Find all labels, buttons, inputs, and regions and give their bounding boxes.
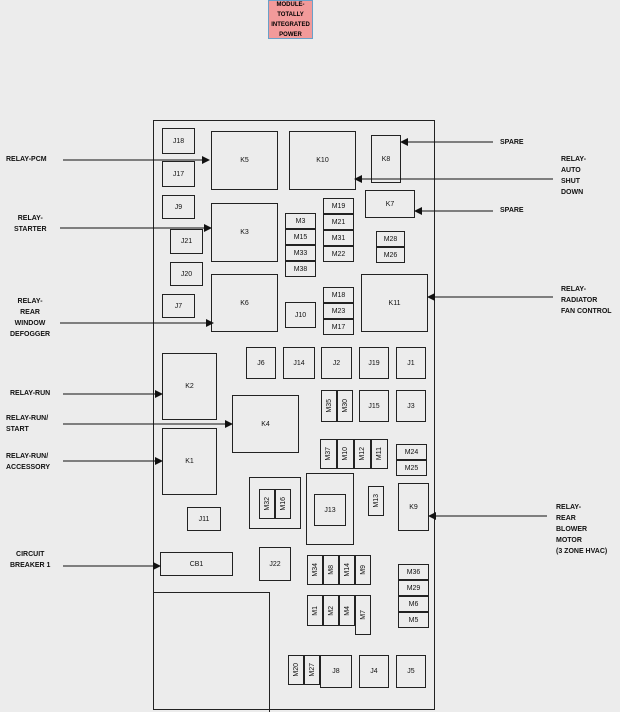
fuse-m16: M16 [275,489,291,519]
circuit-breaker-cb1: CB1 [160,552,233,576]
fuse-j14: J14 [283,347,315,379]
fuse-m30: M30 [337,390,353,422]
fuse-j17: J17 [162,161,195,187]
label-relay-starter: RELAY- STARTER [14,215,47,233]
label-circuit-breaker-1: CIRCUIT BREAKER 1 [10,551,51,569]
fuse-j21: J21 [170,229,203,254]
fuse-j1: J1 [396,347,426,379]
relay-k10: K10 [289,131,356,190]
fuse-m25: M25 [396,460,427,476]
module-totally-integrated-power: MODULE- TOTALLY INTEGRATED POWER [268,0,313,39]
fuse-m1: M1 [307,595,323,626]
fuse-m14: M14 [339,555,355,585]
fuse-m17: M17 [323,319,354,335]
fuse-j4: J4 [359,655,389,688]
fuse-m4: M4 [339,595,355,626]
fuse-m36: M36 [398,564,429,580]
relay-k9: K9 [398,483,429,531]
fuse-m22: M22 [323,246,354,262]
fuse-m15: M15 [285,229,316,245]
fuse-m21: M21 [323,214,354,230]
fuse-j22: J22 [259,547,291,581]
fuse-m2: M2 [323,595,339,626]
fuse-j6: J6 [246,347,276,379]
fuse-m37: M37 [320,439,337,469]
fuse-j5: J5 [396,655,426,688]
relay-k11: K11 [361,274,428,332]
fuse-m35: M35 [321,390,337,422]
label-relay-run-accessory: RELAY-RUN/ ACCESSORY [6,453,51,471]
fuse-m18: M18 [323,287,354,303]
label-relay-rear-blower-motor: RELAY- REAR BLOWER MOTOR (3 ZONE HVAC) [556,504,608,555]
fuse-j13: J13 [314,494,346,526]
label-spare-top: SPARE [500,139,524,146]
label-relay-rear-window-defogger: RELAY- REAR WINDOW DEFOGGER [10,298,51,338]
fuse-m31: M31 [323,230,354,246]
fuse-j20: J20 [170,262,203,286]
fuse-m20: M20 [288,655,304,685]
label-relay-auto-shut-down: RELAY- AUTO SHUT DOWN [561,156,587,196]
fuse-m9: M9 [355,555,371,585]
fuse-m23: M23 [323,303,354,319]
fuse-m33: M33 [285,245,316,261]
fuse-m6: M6 [398,596,429,612]
fuse-m10: M10 [337,439,354,469]
fuse-m19: M19 [323,198,354,214]
fuse-m13: M13 [368,486,384,516]
relay-k1: K1 [162,428,217,495]
fuse-j8: J8 [320,655,352,688]
fuse-m34: M34 [307,555,323,585]
label-relay-run-start: RELAY-RUN/ START [6,415,49,433]
relay-k4: K4 [232,395,299,453]
relay-k2: K2 [162,353,217,420]
fuse-m32: M32 [259,489,275,519]
fuse-m24: M24 [396,444,427,460]
fuse-j2: J2 [321,347,352,379]
fuse-m26: M26 [376,247,405,263]
fuse-j19: J19 [359,347,389,379]
relay-k5: K5 [211,131,278,190]
fuse-m8: M8 [323,555,339,585]
relay-k8: K8 [371,135,401,183]
label-relay-pcm: RELAY-PCM [6,156,47,163]
label-spare-mid: SPARE [500,207,524,214]
fuse-j9: J9 [162,195,195,219]
fuse-j11: J11 [187,507,221,531]
panel-cutout [153,592,270,712]
fuse-m38: M38 [285,261,316,277]
fuse-m11: M11 [371,439,388,469]
fuse-j10: J10 [285,302,316,328]
relay-k7: K7 [365,190,415,218]
fuse-j3: J3 [396,390,426,422]
fuse-j7: J7 [162,294,195,318]
relay-k3: K3 [211,203,278,262]
fuse-m5: M5 [398,612,429,628]
fuse-m28: M28 [376,231,405,247]
fuse-j15: J15 [359,390,389,422]
fuse-m7: M7 [355,595,371,635]
label-relay-radiator-fan-control: RELAY- RADIATOR FAN CONTROL [561,286,612,315]
fuse-j18: J18 [162,128,195,154]
label-relay-run: RELAY-RUN [10,390,51,397]
fuse-m3: M3 [285,213,316,229]
relay-k6: K6 [211,274,278,332]
fuse-m29: M29 [398,580,429,596]
fuse-m27: M27 [304,655,320,685]
fuse-m12: M12 [354,439,371,469]
